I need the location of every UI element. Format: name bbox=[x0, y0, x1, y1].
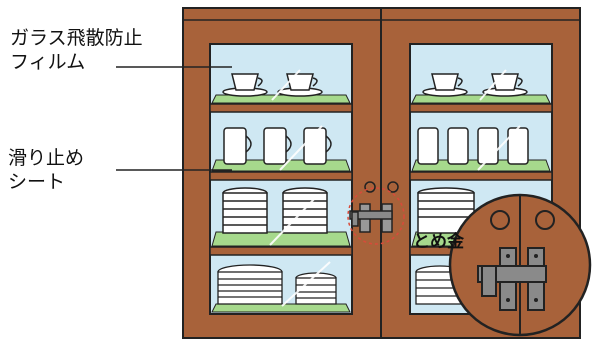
anti-slip-sheet-label-line1: 滑り止め bbox=[8, 146, 84, 170]
glass-film-label: ガラス飛散防止 フィルム bbox=[10, 26, 143, 74]
glass-film-label-line1: ガラス飛散防止 bbox=[10, 26, 143, 50]
anti-slip-sheet-label: 滑り止め シート bbox=[8, 146, 84, 194]
latch-label: とめ金 bbox=[413, 230, 464, 254]
glass-film-label-line2: フィルム bbox=[10, 50, 143, 74]
anti-slip-sheet-label-line2: シート bbox=[8, 170, 84, 194]
